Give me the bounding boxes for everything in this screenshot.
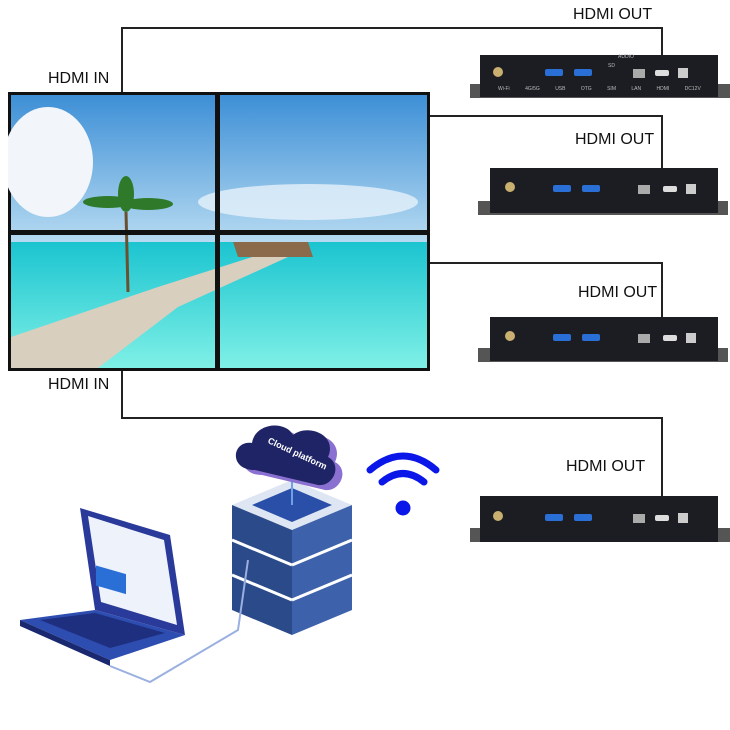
- wire: [121, 27, 123, 92]
- wire: [661, 417, 663, 499]
- port-label: SD: [608, 63, 615, 69]
- wire: [661, 115, 663, 171]
- hdmi-in-label: HDMI IN: [48, 376, 110, 393]
- cloud-network-illustration: Cloud platform: [20, 425, 440, 684]
- wire: [661, 262, 663, 320]
- cloud-icon: [235, 425, 343, 491]
- hdmi-out-label: HDMI OUT: [566, 458, 646, 475]
- port-labels: Wi-Fi 4G/5G USB OTG SIM LAN HDMI DC12V: [498, 86, 718, 92]
- wire: [121, 27, 663, 29]
- video-wall: [8, 92, 430, 371]
- wire: [430, 262, 663, 264]
- wire: [121, 370, 123, 418]
- wire: [661, 27, 663, 57]
- media-player-device: [470, 496, 730, 542]
- server-stack-icon: [231, 480, 353, 635]
- hdmi-out-label: HDMI OUT: [575, 131, 655, 148]
- port-label: 4G/5G: [525, 86, 540, 92]
- port-label: SIM: [607, 86, 616, 92]
- hdmi-out-label: HDMI OUT: [578, 284, 658, 301]
- port-label: DC12V: [684, 86, 701, 92]
- wire: [121, 417, 663, 419]
- laptop-icon: [20, 508, 185, 666]
- port-label: AUDIO: [618, 54, 634, 60]
- hdmi-in-label: HDMI IN: [48, 70, 110, 87]
- wifi-icon: [366, 452, 440, 516]
- port-label: OTG: [580, 86, 592, 92]
- port-label: USB: [555, 86, 566, 92]
- port-label: LAN: [631, 86, 642, 92]
- port-label: HDMI: [656, 86, 670, 92]
- hdmi-out-label: HDMI OUT: [573, 6, 653, 23]
- media-player-device: [470, 55, 730, 98]
- media-player-device: [478, 317, 728, 362]
- wire: [430, 115, 663, 117]
- port-label: Wi-Fi: [498, 86, 510, 92]
- media-player-device: [478, 168, 728, 215]
